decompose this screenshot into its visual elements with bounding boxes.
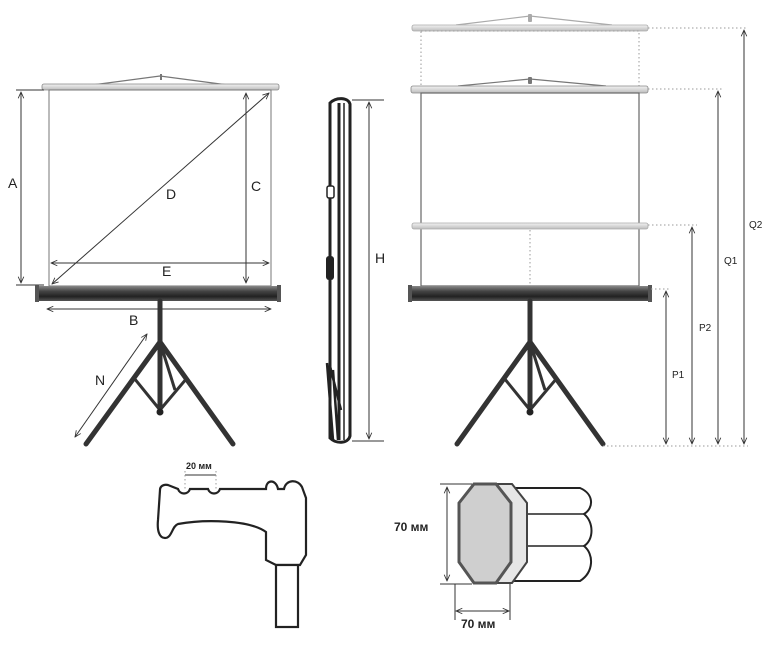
side-view: H — [325, 97, 385, 444]
tripod-brace — [158, 377, 189, 411]
screen-surface — [48, 89, 272, 287]
tripod-foot — [526, 408, 534, 416]
top-bar — [410, 85, 649, 94]
screen-raised-outline — [420, 30, 640, 91]
tripod-brace — [502, 377, 532, 411]
label-b: B — [129, 312, 138, 328]
label-q1: Q1 — [724, 256, 738, 267]
case-cap — [648, 285, 652, 302]
hanger-knob — [528, 14, 532, 22]
screen-case — [37, 286, 280, 301]
height-view: P1 P2 Q1 Q2 — [408, 14, 763, 447]
top-bar-raised — [411, 24, 649, 32]
case-cap — [408, 285, 412, 302]
top-bar — [160, 74, 162, 80]
case-detail: 70 мм 70 мм — [394, 482, 593, 631]
label-70mm-vertical: 70 мм — [394, 520, 429, 534]
label-p1: P1 — [672, 370, 685, 381]
tripod-brace — [132, 377, 162, 411]
dimension-n — [75, 334, 147, 437]
side-clip — [326, 185, 335, 199]
label-q2: Q2 — [749, 220, 763, 231]
tripod-leg-back — [158, 341, 177, 391]
tripod-leg — [454, 339, 533, 447]
support-pole — [274, 563, 300, 629]
folded-legs — [325, 362, 343, 441]
top-hanger-raised — [455, 15, 613, 26]
profile-detail: 20 мм — [156, 461, 308, 629]
label-a: A — [8, 175, 18, 191]
case-cap — [35, 285, 39, 302]
label-h: H — [375, 250, 385, 266]
label-70mm-horizontal: 70 мм — [461, 617, 496, 631]
tripod-leg — [527, 339, 606, 447]
screen-surface — [420, 92, 640, 287]
tripod-leg — [83, 339, 163, 447]
top-bar — [41, 83, 280, 91]
tripod-foot — [156, 408, 164, 416]
top-bar-lowered — [411, 222, 649, 230]
label-d: D — [166, 186, 176, 202]
screen-case — [410, 286, 651, 301]
label-n: N — [95, 372, 105, 388]
hanger-knob — [528, 77, 532, 84]
case-cap — [277, 285, 281, 302]
end-cap — [457, 482, 513, 585]
label-e: E — [162, 263, 171, 279]
label-c: C — [251, 178, 261, 194]
dimension-d — [52, 93, 269, 284]
label-20mm: 20 мм — [186, 461, 212, 471]
bar-profile — [156, 480, 308, 567]
tripod-leg — [157, 339, 236, 447]
front-view: D C E A B N — [8, 74, 281, 447]
label-p2: P2 — [699, 323, 712, 334]
side-knob — [326, 256, 334, 280]
tripod-leg-back — [528, 341, 547, 391]
tripod-brace — [528, 377, 559, 411]
